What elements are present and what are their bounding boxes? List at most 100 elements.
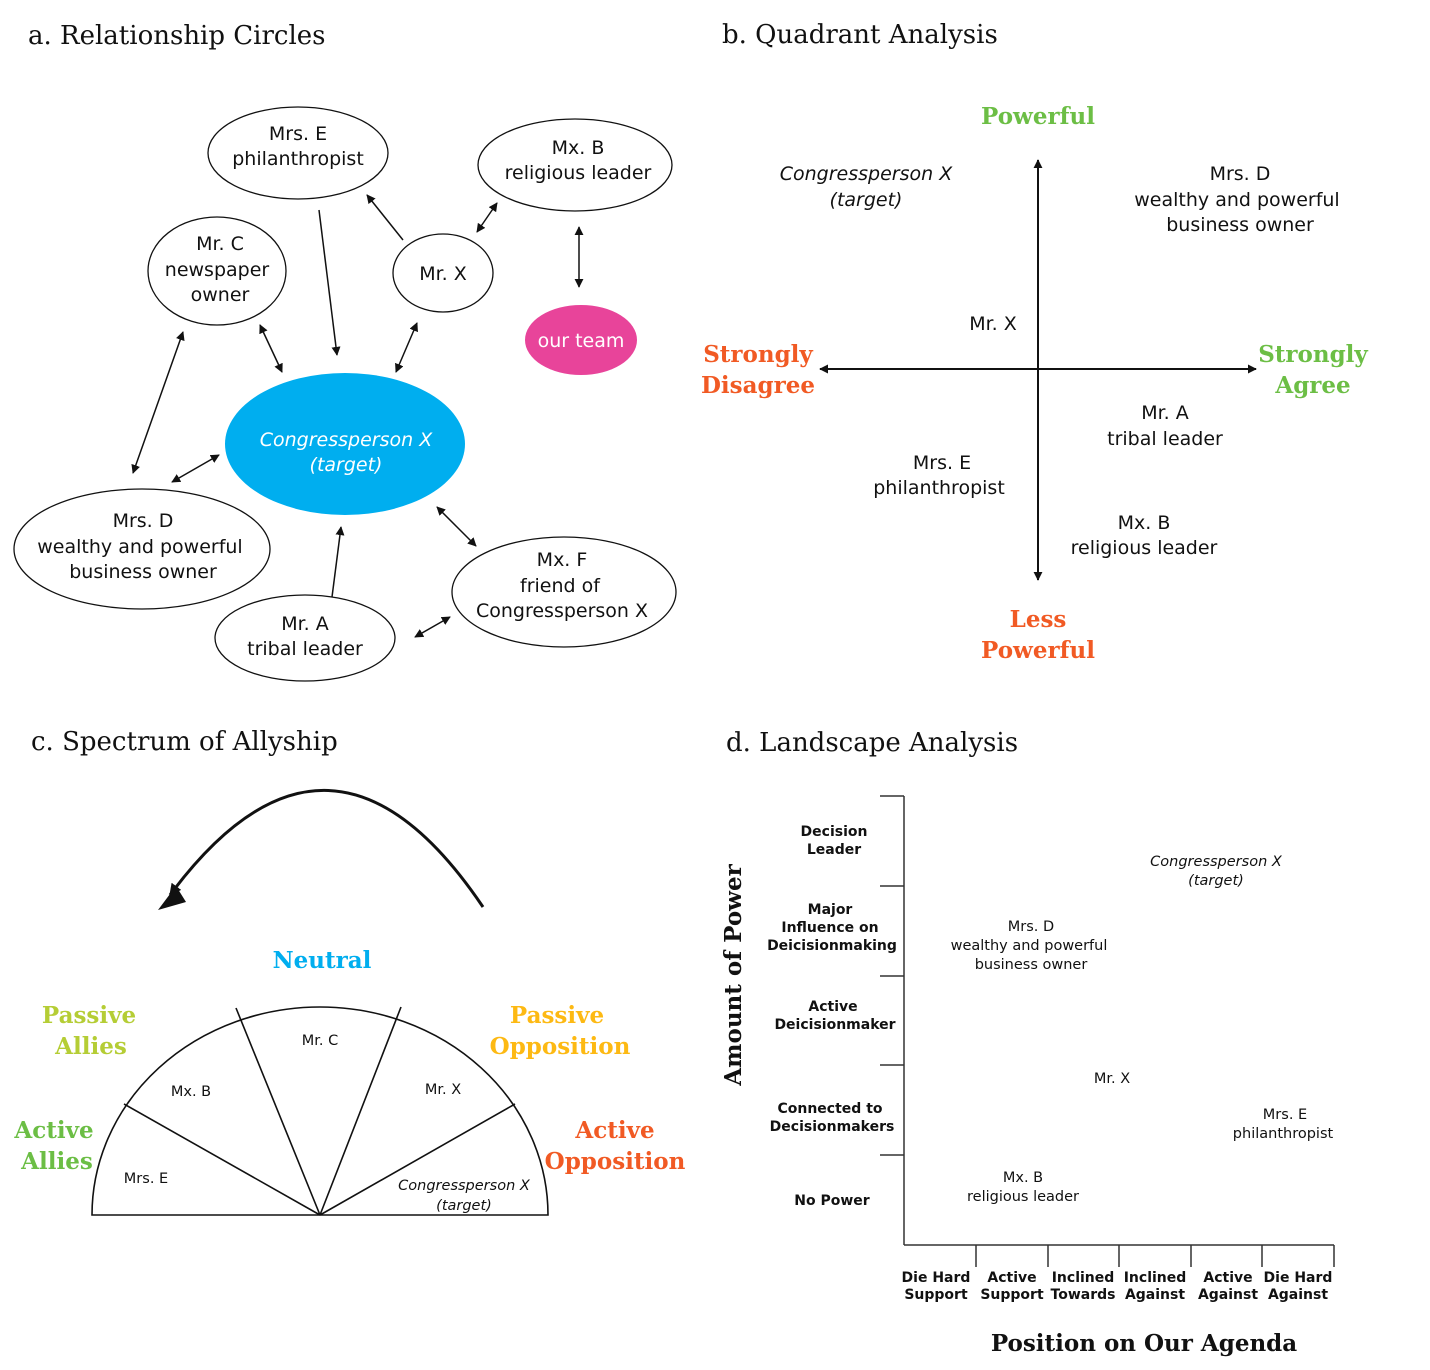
- node-our-team: our team: [525, 305, 637, 375]
- segment-neutral: Mr. C: [302, 1033, 338, 1049]
- landscape-item-mrs-e: Mrs. E philanthropist: [1233, 1107, 1334, 1142]
- item-label: Mr. X: [1094, 1071, 1130, 1087]
- node-label: owner: [191, 284, 250, 306]
- y-level-label: Leader: [807, 842, 861, 858]
- y-axis-title: Amount of Power: [720, 863, 747, 1086]
- node-label: Mx. F: [537, 549, 588, 571]
- node-label: our team: [538, 330, 625, 352]
- x-level-label: Active: [987, 1270, 1036, 1286]
- y-level-label: Influence on: [781, 920, 878, 936]
- item-label: Mr. X: [969, 313, 1017, 335]
- axis-label-strongly-disagree: Disagree: [701, 372, 815, 399]
- y-level-label: No Power: [794, 1193, 870, 1209]
- node-label: Congressperson X: [260, 429, 433, 451]
- panel-landscape-analysis: d. Landscape Analysis Amount of Power Po…: [720, 728, 1335, 1357]
- category-active-allies: Allies: [20, 1148, 93, 1175]
- panel-relationship-circles: a. Relationship Circles Mrs. E philanthr…: [13, 21, 677, 682]
- item-label: business owner: [975, 957, 1088, 973]
- quadrant-item-mx-b: Mx. B religious leader: [1071, 512, 1218, 559]
- item-label: (target): [1188, 873, 1244, 889]
- axis-label-strongly-disagree: Strongly: [703, 341, 813, 368]
- segment-passive-opposition: Mr. X: [425, 1082, 461, 1098]
- item-label: wealthy and powerful: [951, 938, 1108, 954]
- x-level-label: Support: [980, 1287, 1044, 1303]
- x-level-label: Towards: [1051, 1287, 1116, 1303]
- node-target: Congressperson X (target): [225, 373, 465, 515]
- node-mx-f: Mx. F friend of Congressperson X: [451, 536, 677, 648]
- x-axis-title: Position on Our Agenda: [991, 1330, 1297, 1357]
- panel-quadrant-analysis: b. Quadrant Analysis Powerful Less Power…: [701, 20, 1368, 664]
- item-label: Mrs. E: [913, 452, 971, 474]
- segment-passive-allies: Mx. B: [171, 1084, 211, 1100]
- category-passive-opposition: Passive: [510, 1002, 604, 1029]
- landscape-item-mr-x: Mr. X: [1094, 1071, 1130, 1087]
- quadrant-item-mrs-d: Mrs. D wealthy and powerful business own…: [1134, 163, 1339, 236]
- panel-spectrum-of-allyship: c. Spectrum of Allyship Mrs. E Mx. B Mr.…: [13, 727, 686, 1216]
- node-label: philanthropist: [232, 148, 364, 170]
- node-mr-x: Mr. X: [392, 233, 494, 313]
- segment-active-allies: Mrs. E: [124, 1171, 168, 1187]
- item-label: Mx. B: [1003, 1170, 1043, 1186]
- edge-mrse-to-target: [318, 209, 341, 356]
- node-label: Mx. B: [552, 137, 605, 159]
- x-level-label: Inclined: [1124, 1270, 1187, 1286]
- node-mr-c: Mr. C newspaper owner: [147, 216, 287, 326]
- x-level-label: Against: [1125, 1287, 1185, 1303]
- edge-mrx-mxb: [476, 202, 498, 233]
- y-level-label: Deicisionmaking: [767, 938, 897, 954]
- segment-active-opposition: (target): [436, 1198, 492, 1214]
- y-level-active-decisionmaker: Active Deicisionmaker: [774, 999, 895, 1033]
- edge-mrx-to-mrse: [366, 194, 404, 241]
- x-level-label: Die Hard: [1264, 1270, 1333, 1286]
- node-label: Mr. X: [419, 263, 467, 285]
- item-label: Mrs. D: [1210, 163, 1271, 185]
- landscape-item-mx-b: Mx. B religious leader: [967, 1170, 1079, 1205]
- x-level-label: Support: [904, 1287, 968, 1303]
- edge-mrc-target: [259, 324, 283, 373]
- landscape-item-mrs-d: Mrs. D wealthy and powerful business own…: [951, 919, 1108, 973]
- quadrant-item-target: Congressperson X (target): [780, 163, 953, 211]
- x-level-label: Inclined: [1052, 1270, 1115, 1286]
- quadrant-item-mr-x: Mr. X: [969, 313, 1017, 335]
- node-label: (target): [310, 454, 383, 476]
- item-label: religious leader: [1071, 537, 1218, 559]
- y-level-connected: Connected to Decisionmakers: [770, 1101, 895, 1135]
- node-label: Mr. A: [281, 613, 329, 635]
- node-mr-a: Mr. A tribal leader: [214, 594, 396, 682]
- edge-mra-mxf: [414, 616, 451, 638]
- axis-label-powerful: Powerful: [981, 103, 1095, 130]
- node-label: religious leader: [505, 162, 652, 184]
- y-level-label: Decision: [801, 824, 868, 840]
- axis-label-strongly-agree: Strongly: [1258, 341, 1368, 368]
- panel-c-title: c. Spectrum of Allyship: [31, 727, 338, 757]
- y-level-label: Connected to: [777, 1101, 882, 1117]
- item-label: Mrs. E: [1263, 1107, 1307, 1123]
- node-label: newspaper: [165, 259, 270, 281]
- edge-target-mxf: [436, 506, 477, 547]
- node-mx-b: Mx. B religious leader: [477, 118, 673, 212]
- item-label: philanthropist: [873, 477, 1005, 499]
- item-label: wealthy and powerful: [1134, 189, 1339, 211]
- item-label: Congressperson X: [780, 163, 953, 185]
- node-label: Mrs. E: [269, 123, 327, 145]
- item-label: tribal leader: [1107, 428, 1223, 450]
- category-passive-opposition: Opposition: [490, 1033, 631, 1060]
- x-level-label: Against: [1198, 1287, 1258, 1303]
- quadrant-item-mrs-e: Mrs. E philanthropist: [873, 452, 1005, 499]
- y-level-label: Active: [808, 999, 857, 1015]
- node-mrs-d: Mrs. D wealthy and powerful business own…: [13, 488, 271, 610]
- node-label: tribal leader: [247, 638, 363, 660]
- category-active-opposition: Opposition: [545, 1148, 686, 1175]
- category-active-allies: Active: [13, 1117, 93, 1144]
- relationship-edges: [131, 194, 584, 638]
- y-level-no-power: No Power: [794, 1193, 870, 1209]
- category-active-opposition: Active: [574, 1117, 654, 1144]
- landscape-item-target: Congressperson X (target): [1150, 854, 1283, 889]
- half-circle-spectrum: [91, 1006, 549, 1216]
- panel-a-title: a. Relationship Circles: [28, 21, 326, 51]
- node-label: Mr. C: [196, 233, 244, 255]
- y-level-label: Major: [808, 902, 853, 918]
- axis-label-less-powerful: Less: [1010, 606, 1067, 633]
- edge-mrsd-target: [171, 454, 220, 483]
